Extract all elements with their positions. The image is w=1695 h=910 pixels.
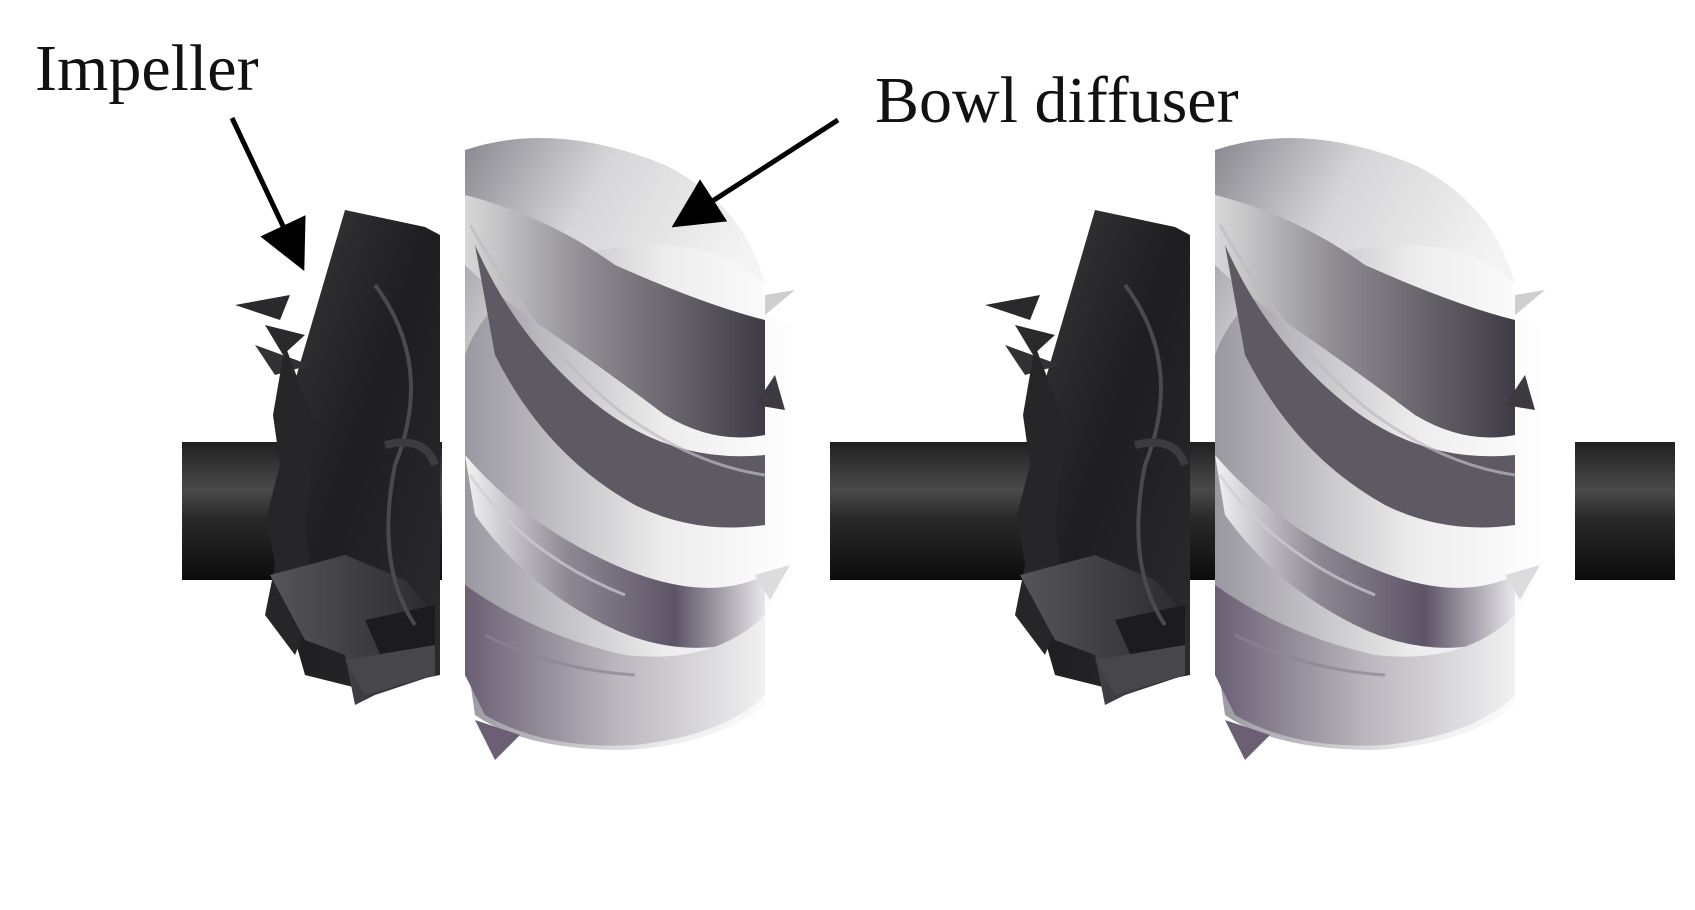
bowl-diffuser-stage-2 (1213, 136, 1547, 762)
shaft-segment-right (1575, 442, 1675, 580)
impeller-arrow (229, 116, 306, 272)
bowl-diffuser-callout: Bowl diffuser (671, 64, 1239, 228)
impeller-callout: Impeller (35, 32, 306, 272)
bowl-diffuser-arrow (671, 117, 840, 228)
impeller-label: Impeller (35, 32, 259, 105)
bowl-diffuser-stage-1 (463, 136, 797, 762)
bowl-diffuser-label: Bowl diffuser (875, 64, 1239, 137)
